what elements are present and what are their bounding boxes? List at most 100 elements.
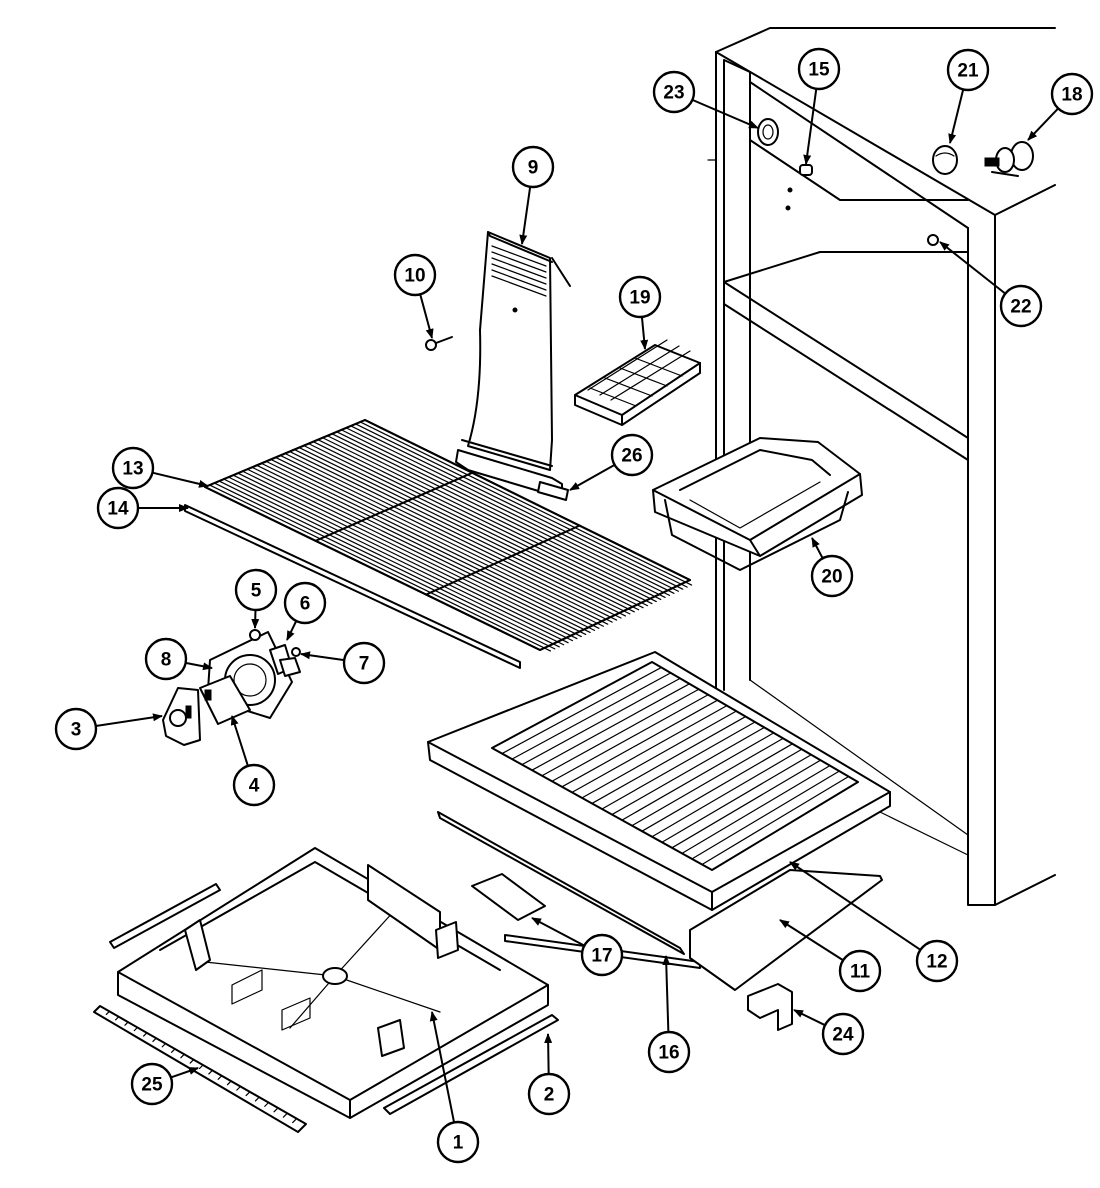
callout-9-number: 9 — [528, 158, 539, 179]
callout-1: 1 — [429, 1011, 480, 1164]
callout-23: 23 — [652, 70, 759, 129]
callout-11-number: 11 — [850, 962, 871, 983]
callout-20-number: 20 — [821, 567, 842, 588]
callout-17: 17 — [531, 917, 624, 977]
callout-3: 3 — [54, 707, 163, 751]
callout-18-circle — [1050, 72, 1094, 116]
callout-9-circle — [511, 145, 555, 189]
callout-19-leader — [640, 316, 649, 350]
callout-23-leader — [691, 98, 759, 129]
callout-18: 18 — [1027, 72, 1094, 141]
callout-10: 10 — [393, 253, 437, 339]
part-24-bracket — [747, 983, 793, 1031]
callout-10-circle — [393, 253, 437, 297]
callout-3-leader — [95, 713, 163, 727]
callout-19-number: 19 — [629, 288, 650, 309]
callout-1-number: 1 — [453, 1133, 464, 1154]
refrigerator-cabinet — [707, 27, 1056, 906]
callout-12-circle — [915, 939, 959, 983]
callout-6-leader — [286, 620, 298, 641]
part-17-cover-plate — [471, 873, 546, 921]
callout-15-leader — [803, 88, 818, 165]
callout-17-leader — [531, 917, 585, 947]
callout-14-circle — [96, 486, 140, 530]
callout-16: 16 — [647, 955, 691, 1074]
callout-15: 15 — [797, 47, 841, 165]
callout-25-circle — [130, 1062, 174, 1106]
callout-22-number: 22 — [1010, 297, 1031, 318]
callout-13-number: 13 — [122, 459, 143, 480]
callout-11: 11 — [779, 919, 882, 993]
part-25-front-rail — [93, 1005, 307, 1133]
callout-4-number: 4 — [249, 776, 260, 797]
callout-15-number: 15 — [808, 60, 830, 81]
callout-14: 14 — [96, 486, 189, 530]
callout-12: 12 — [789, 861, 959, 983]
callout-2: 2 — [527, 1033, 571, 1116]
callout-25-leader — [170, 1067, 199, 1079]
callout-10-number: 10 — [404, 266, 425, 287]
callout-18-number: 18 — [1061, 85, 1082, 106]
callout-21-number: 21 — [957, 61, 979, 82]
callout-24-leader — [793, 1009, 826, 1027]
callout-21-circle — [946, 48, 990, 92]
callout-14-number: 14 — [107, 499, 129, 520]
part-9-air-duct — [455, 231, 571, 499]
callout-5-circle — [234, 568, 278, 612]
callout-13-circle — [111, 446, 155, 490]
part-22-screw — [927, 234, 939, 246]
callout-26-leader — [569, 463, 616, 491]
part-6-clip — [269, 644, 301, 677]
callout-23-circle — [652, 70, 696, 114]
part-7-screw — [291, 647, 301, 657]
callout-7-leader — [300, 651, 345, 662]
callout-5: 5 — [234, 568, 278, 629]
callout-22-leader — [939, 241, 1006, 295]
callout-15-circle — [797, 47, 841, 91]
callout-16-number: 16 — [658, 1043, 679, 1064]
callout-24: 24 — [793, 1009, 865, 1056]
part-23-thermostat-knob — [757, 118, 779, 146]
callout-12-number: 12 — [926, 952, 947, 973]
callout-8-circle — [144, 637, 188, 681]
callout-1-leader — [429, 1011, 456, 1123]
callout-20: 20 — [810, 537, 854, 598]
callout-5-number: 5 — [251, 581, 262, 602]
part-3-damper-control — [162, 687, 201, 746]
callout-20-leader — [811, 537, 824, 559]
callout-8: 8 — [144, 637, 213, 681]
part-16-strip — [437, 811, 701, 969]
callout-7: 7 — [300, 641, 386, 685]
callout-26: 26 — [569, 433, 654, 491]
callout-13-leader — [152, 471, 209, 488]
part-19-ice-tray — [574, 339, 701, 426]
left-side-rail — [109, 883, 221, 949]
part-13-wire-shelf — [204, 419, 693, 652]
part-4-damper-plate — [199, 675, 251, 725]
callout-16-leader — [662, 955, 671, 1033]
part-21-light-bulb — [932, 145, 958, 175]
part-10-screw — [425, 336, 453, 351]
callout-24-circle — [821, 1012, 865, 1056]
callout-22: 22 — [939, 241, 1043, 328]
callout-4: 4 — [230, 715, 276, 807]
callout-6-number: 6 — [300, 594, 311, 615]
callout-23-number: 23 — [663, 83, 684, 104]
callout-26-number: 26 — [621, 446, 642, 467]
callout-2-leader — [544, 1033, 553, 1075]
callout-9-leader — [519, 186, 532, 245]
callout-4-circle — [232, 763, 276, 807]
callout-26-circle — [610, 433, 654, 477]
callout-11-circle — [838, 949, 882, 993]
callout-6: 6 — [283, 581, 327, 641]
callout-18-leader — [1027, 107, 1059, 141]
callout-8-number: 8 — [161, 650, 172, 671]
callout-12-leader — [789, 861, 921, 951]
callout-3-number: 3 — [71, 720, 82, 741]
part-20-ice-bin — [652, 437, 863, 571]
callout-19: 19 — [618, 275, 662, 350]
callout-7-circle — [342, 641, 386, 685]
callout-2-number: 2 — [544, 1085, 555, 1106]
